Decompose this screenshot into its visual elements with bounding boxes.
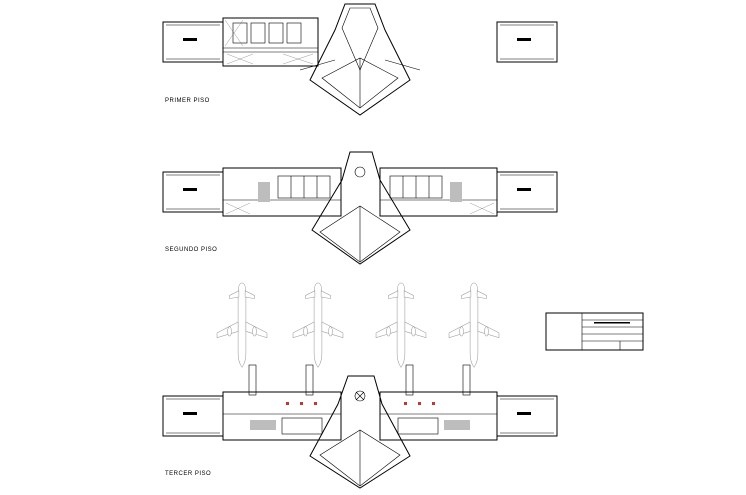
floor-plan-3 — [162, 375, 558, 489]
aircraft-3 — [375, 282, 427, 368]
floor-label-2: SEGUNDO PISO — [165, 247, 218, 253]
aircraft-2 — [292, 282, 344, 368]
floor-plan-2 — [162, 151, 558, 265]
floor-plan-1 — [162, 3, 558, 116]
aircraft-group — [216, 282, 500, 396]
floor-label-3: TERCER PISO — [165, 471, 212, 477]
title-block — [545, 312, 644, 351]
aircraft-1 — [216, 282, 268, 368]
aircraft-4 — [448, 282, 500, 368]
floor-label-1: PRIMER PISO — [165, 98, 210, 104]
